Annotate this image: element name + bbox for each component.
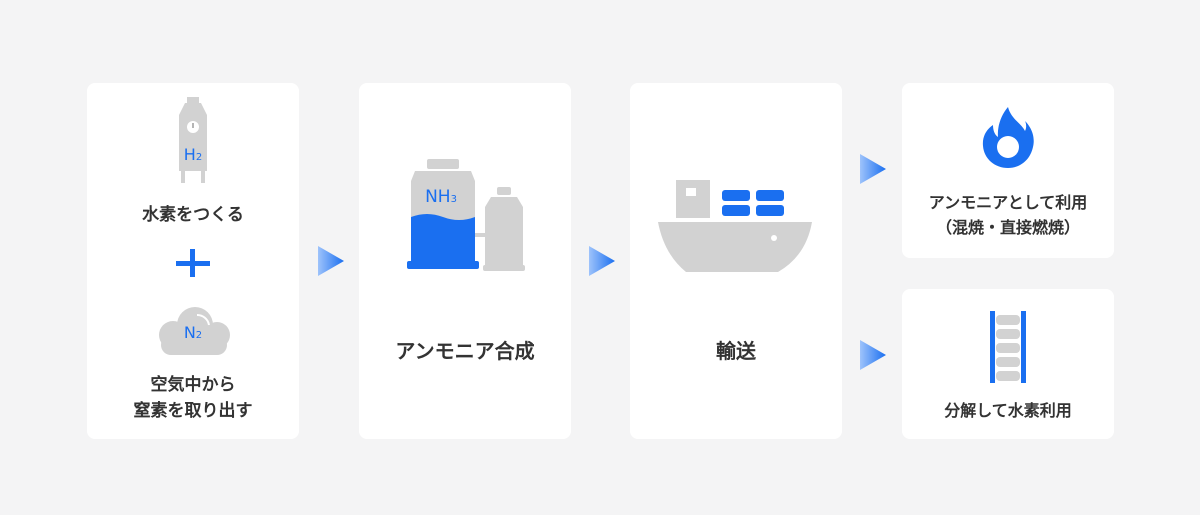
use-ammonia-label-line2: （混焼・直接燃焼） [935,218,1080,237]
h2-subscript: 2 [195,152,203,163]
h2-symbol: H [183,145,196,164]
produce-card: H2 水素をつくる N2 空気中から 窒素を取り出す [87,83,299,439]
nitrogen-label-line2: 窒素を取り出す [133,401,253,421]
synthesis-card: NH3 アンモニア合成 [359,83,571,439]
nh3-subscript: 3 [450,194,457,205]
use-ammonia-card: アンモニアとして利用 （混焼・直接燃焼） [902,83,1114,258]
n2-subscript: 2 [195,330,203,341]
decompose-hydrogen-label: 分解して水素利用 [944,401,1072,420]
arrow-right-icon [318,246,344,276]
h2-formula: H2 [177,145,209,164]
produce-hydrogen-label: 水素をつくる [142,205,244,225]
transport-label: 輸送 [716,339,756,363]
flame-icon [982,107,1034,168]
arrow-right-icon [589,246,615,276]
ammonia-tank-icon [407,159,525,271]
use-ammonia-label-line1: アンモニアとして利用 [928,193,1088,212]
cargo-ship-icon [658,180,812,272]
nitrogen-cloud-icon [159,307,230,355]
transport-card: 輸送 [630,83,842,439]
ladder-decomposition-icon [990,311,1026,383]
arrow-right-icon [860,154,886,184]
nh3-formula: NH3 [411,187,471,207]
plus-icon [176,249,210,277]
nh3-symbol: NH [425,187,451,207]
nitrogen-label-line1: 空気中から [150,375,236,395]
n2-symbol: N [183,323,196,342]
hydrogen-cylinder-icon [179,97,207,183]
decompose-hydrogen-card: 分解して水素利用 [902,289,1114,439]
synthesis-label: アンモニア合成 [395,339,535,363]
arrow-right-icon [860,340,886,370]
n2-formula: N2 [177,323,209,342]
